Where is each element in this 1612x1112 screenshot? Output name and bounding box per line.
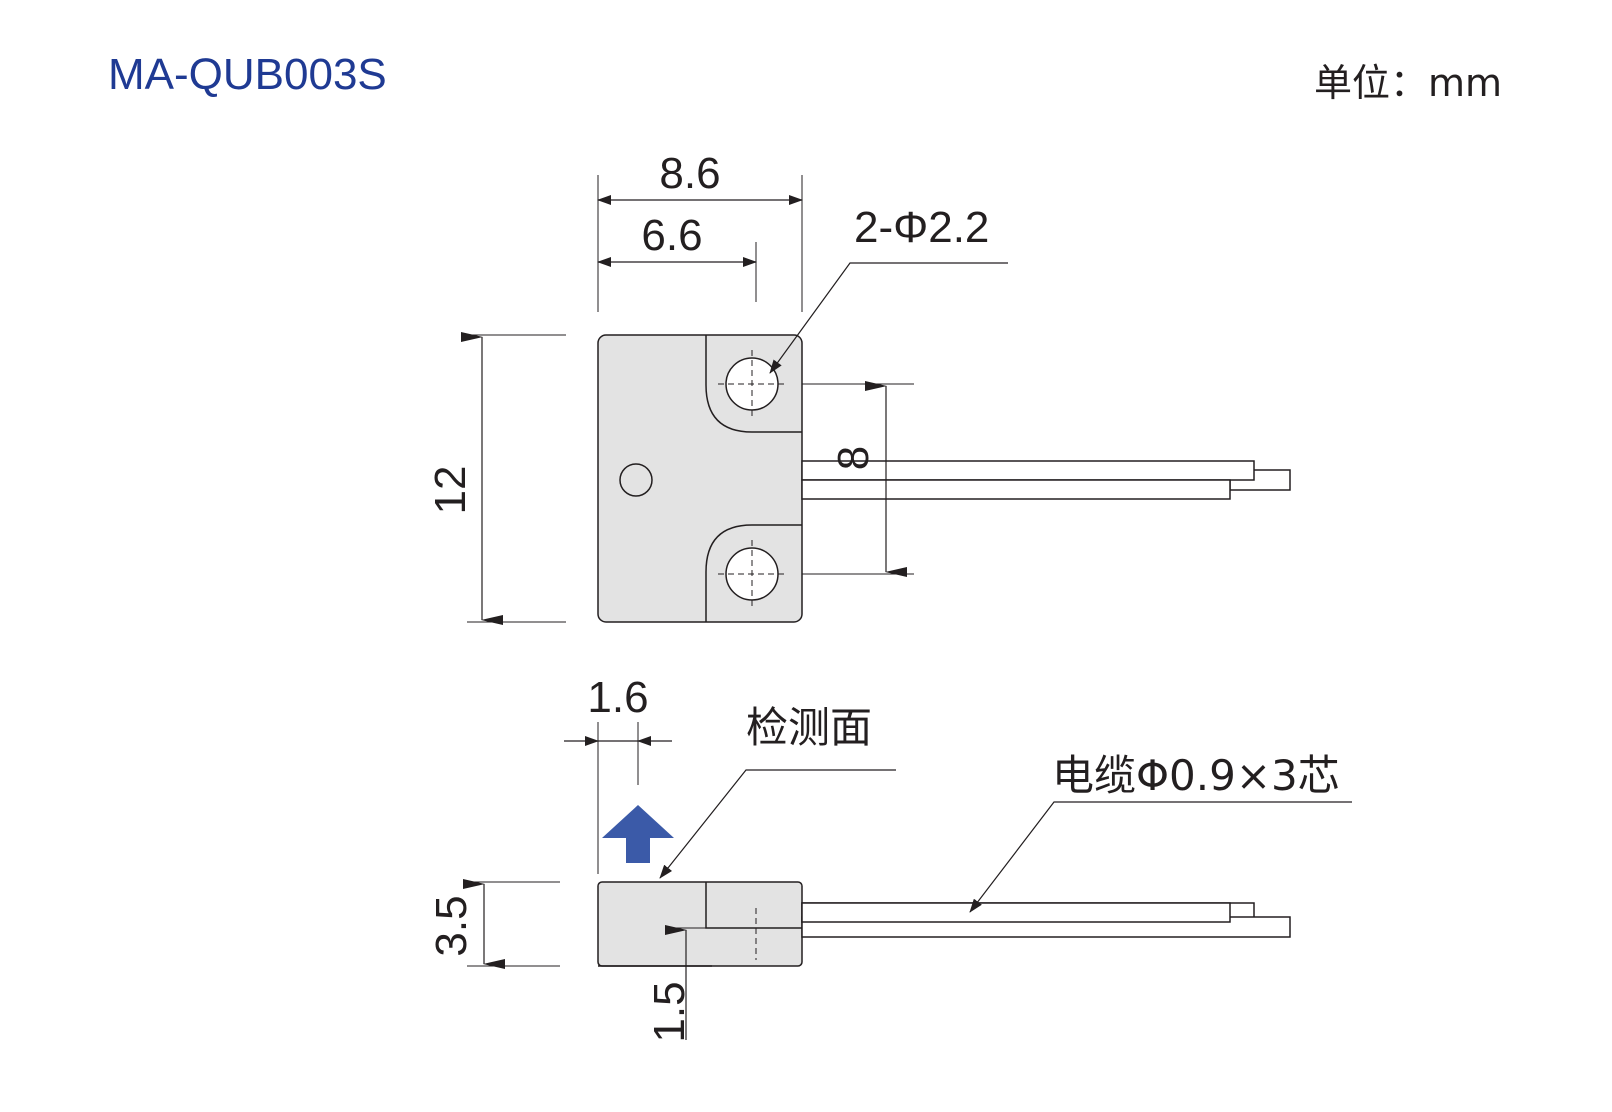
side-dimension-lines: [463, 736, 1352, 1040]
side-view: 1.6 检测面 电缆Φ0.9×3芯 3.5 1.5: [427, 673, 1352, 1043]
sensing-direction-arrow: [602, 805, 674, 863]
model-title: MA-QUB003S: [108, 50, 387, 99]
dim-height-side: 3.5: [427, 895, 476, 956]
sensing-face-label: 检测面: [746, 703, 872, 752]
sensor-body-side: [597, 881, 803, 967]
hole-centerlines: [718, 350, 786, 608]
top-view: 8.6 6.6 2-Φ2.2 12 8: [426, 149, 1291, 625]
dim-hole-spacing: 8: [829, 446, 878, 470]
cable-top: [801, 460, 1291, 500]
dim-width-total: 8.6: [659, 149, 720, 198]
locating-mark: [619, 463, 653, 497]
cable-side: [801, 902, 1291, 938]
dim-width-inner: 6.6: [641, 211, 702, 260]
dim-thickness-offset: 1.6: [587, 673, 648, 722]
unit-label: 单位：mm: [1313, 61, 1502, 105]
dim-step-height: 1.5: [645, 981, 694, 1042]
top-dimension-lines: [461, 195, 1008, 625]
lower-tab-outline: [705, 524, 802, 622]
cable-spec-label: 电缆Φ0.9×3芯: [1052, 751, 1340, 800]
upper-tab-outline: [705, 335, 802, 433]
hole-callout: 2-Φ2.2: [854, 203, 989, 252]
dim-height-top: 12: [426, 466, 475, 515]
